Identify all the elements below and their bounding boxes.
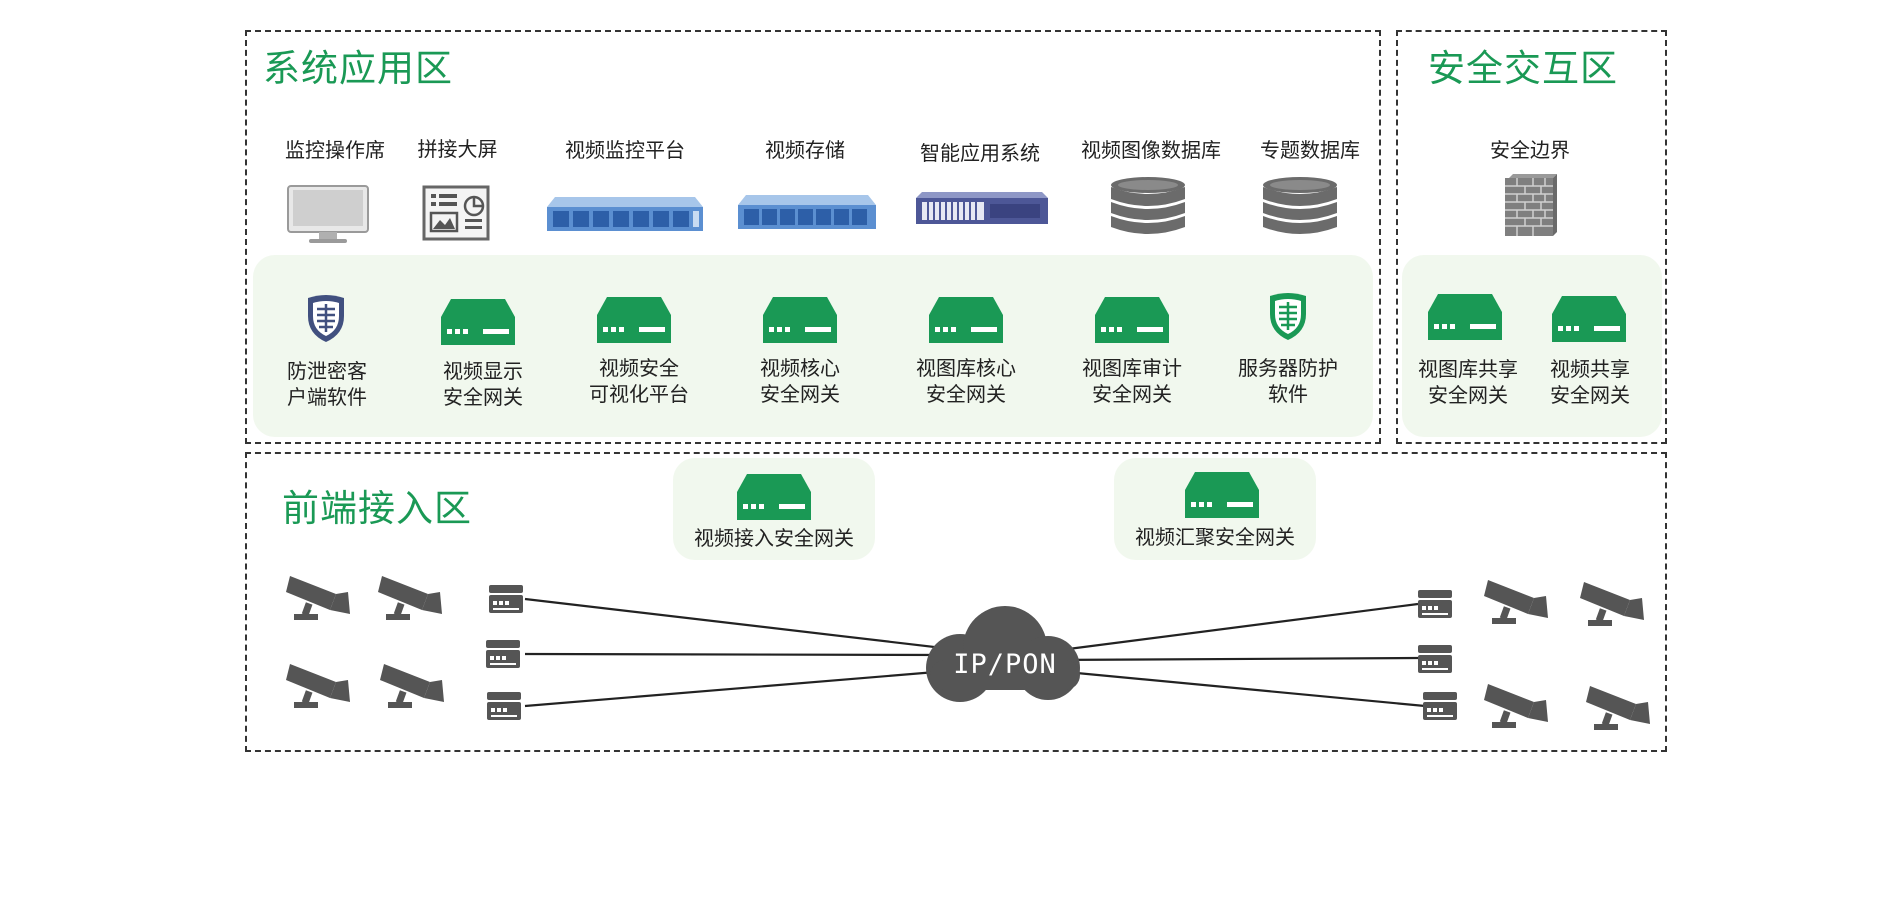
zone-security-interaction: 安全交互区 [1396, 30, 1667, 444]
device-label: 专题数据库 [1260, 138, 1360, 162]
camera-icon [286, 664, 350, 708]
gateway-icon [763, 297, 837, 343]
database-icon [1111, 177, 1185, 234]
device-label: 视频存储 [765, 138, 845, 162]
gateway-label: 视频核心 安全网关 [760, 356, 840, 406]
shield-icon [308, 295, 344, 342]
shield-green-icon [1270, 293, 1306, 340]
gateway-label: 防泄密客 户端软件 [287, 359, 367, 409]
rack-server-icon [547, 197, 703, 231]
gateway-icon [929, 297, 1003, 343]
gateway-icon [1095, 297, 1169, 343]
dashboard-screen-icon [422, 185, 490, 241]
access-switch-icon [1423, 692, 1457, 720]
network-links [524, 597, 1426, 708]
cloud-icon [926, 606, 1080, 702]
camera-icon [378, 576, 442, 620]
gateway-label: 服务器防护 软件 [1238, 356, 1338, 406]
camera-icon [1586, 686, 1650, 730]
firewall-icon [1505, 174, 1557, 236]
gateway-icon [737, 474, 811, 520]
gateway-label: 视图库共享 安全网关 [1418, 357, 1518, 407]
gateway-icon [1185, 472, 1259, 518]
access-switch-icon [489, 585, 523, 613]
camera-icon [1484, 580, 1548, 624]
gateway-label: 视图库核心 安全网关 [916, 356, 1016, 406]
zone-title-frontend: 前端接入区 [282, 487, 472, 530]
camera-icon [1484, 684, 1548, 728]
access-switch-icon [1418, 645, 1452, 673]
gateway-label: 视频接入安全网关 [694, 526, 854, 550]
monitor-icon [287, 185, 369, 243]
gateway-label: 视频汇聚安全网关 [1135, 525, 1295, 549]
rack-server-icon [738, 195, 876, 229]
gateway-label: 视频显示 安全网关 [443, 359, 523, 409]
access-switch-icon [1418, 590, 1452, 618]
access-switch-icon [486, 640, 520, 668]
device-label: 视频图像数据库 [1081, 138, 1221, 162]
access-switch-icon [487, 692, 521, 720]
zone-title-application: 系统应用区 [263, 47, 453, 90]
gateway-icon [1428, 294, 1502, 340]
appliance-server-icon [916, 192, 1048, 224]
zone-system-application: 系统应用区 [245, 30, 1381, 444]
network-label: IP/PON [953, 649, 1057, 680]
device-label: 安全边界 [1490, 138, 1570, 162]
device-label: 智能应用系统 [920, 141, 1040, 165]
gateway-icon [441, 299, 515, 345]
gateway-icon [597, 297, 671, 343]
zone-frontend-access: 前端接入区 [245, 452, 1667, 752]
gateway-icon [1552, 296, 1626, 342]
camera-icon [380, 664, 444, 708]
camera-icon [1580, 582, 1644, 626]
gateway-label: 视频安全 可视化平台 [589, 356, 689, 406]
application-gateway-panel [253, 255, 1373, 437]
security-gateway-panel [1402, 255, 1662, 437]
device-label: 视频监控平台 [565, 138, 685, 162]
zone-title-security: 安全交互区 [1428, 47, 1618, 90]
device-label: 监控操作席 [285, 138, 385, 162]
gateway-label: 视频共享 安全网关 [1550, 357, 1630, 407]
database-icon [1263, 177, 1337, 234]
gateway-label: 视图库审计 安全网关 [1082, 356, 1182, 406]
camera-icon [286, 576, 350, 620]
device-label: 拼接大屏 [417, 137, 498, 161]
